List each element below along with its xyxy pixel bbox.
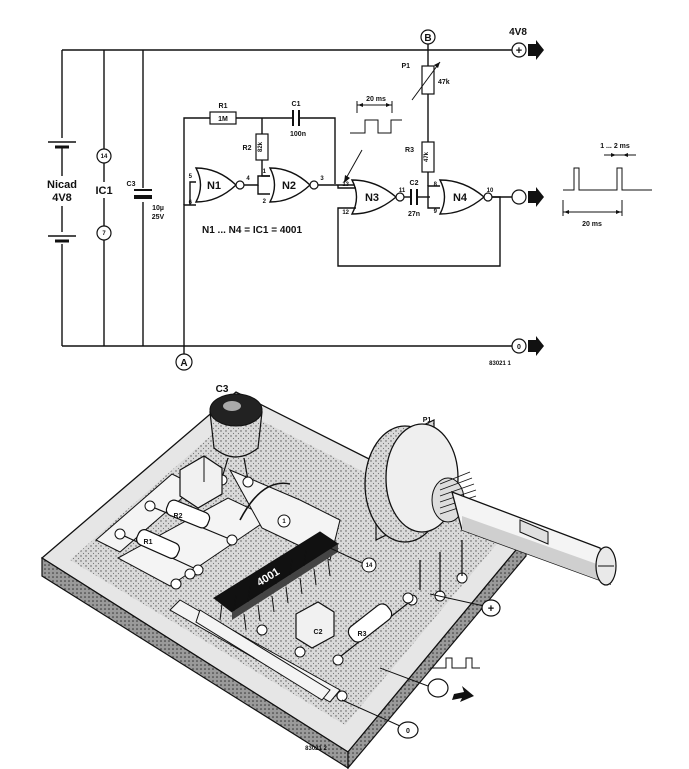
pin2-label: 2: [263, 199, 267, 205]
r1-left-wire: [183, 117, 210, 205]
pin1-label: 1: [263, 169, 267, 175]
c3-label: C3: [127, 181, 136, 188]
board-p1-label: P1: [423, 417, 432, 424]
c1-right-wire: [300, 117, 336, 184]
n1-pin5-wire: [189, 181, 196, 205]
input-waveform: [343, 101, 402, 183]
board-output-terminal: [427, 678, 449, 698]
node-b-label: B: [424, 33, 431, 44]
board-pin14-marker: [361, 557, 377, 573]
board-ground-terminal: [397, 721, 419, 739]
c2-label: C2: [410, 180, 419, 187]
n1-n2-wire: [244, 175, 270, 186]
ground-terminal: [511, 338, 527, 354]
node-a-label: A: [180, 358, 187, 369]
supply-voltage-label: 4V8: [509, 27, 527, 38]
c3-voltage: 25V: [152, 214, 165, 221]
board-r3-label: R3: [358, 631, 367, 638]
board-illustration: C3 R2 R1: [40, 384, 617, 769]
pin13-label: 13: [342, 182, 349, 188]
schematic: Nicad 4V8 14 IC1 7 C3 10µ 25V A 1M R1 C1: [40, 27, 652, 371]
output-period-label: 20 ms: [582, 221, 602, 228]
battery-voltage: 4V8: [52, 192, 72, 204]
gate-n4: [438, 179, 493, 215]
board-pin14-label: 14: [366, 563, 373, 569]
output-terminal: [511, 189, 527, 205]
r2-label: R2: [243, 145, 252, 152]
ground-terminal-label: 0: [517, 344, 521, 351]
pin12-label: 12: [342, 210, 349, 216]
pin5-label: 5: [189, 174, 193, 180]
c1-label: C1: [292, 101, 301, 108]
board-pin1-label: 1: [282, 519, 286, 525]
r1-value: 1M: [218, 116, 228, 123]
board-c1-capacitor: [179, 455, 223, 509]
pin14-label: 14: [101, 154, 108, 160]
board-c2-label: C2: [314, 629, 323, 636]
r3-value: 47k: [424, 151, 430, 162]
board-c3-capacitor: [209, 393, 263, 488]
p1-potentiometer: [421, 65, 435, 95]
output-arrow-icon: [528, 187, 544, 207]
gate-n2: [268, 167, 319, 203]
board-r2-label: R2: [174, 513, 183, 520]
output-waveform: [562, 153, 652, 216]
schematic-figure-code: 83021 1: [489, 361, 511, 367]
pin4-label: 4: [246, 176, 250, 182]
pin8-label: 8: [434, 182, 438, 188]
c3-value: 10µ: [152, 205, 164, 212]
pin10-label: 10: [487, 188, 494, 194]
output-pulse-label: 1 ... 2 ms: [600, 143, 630, 150]
ic1-label: IC1: [95, 185, 112, 197]
board-wire-link: [239, 482, 291, 521]
battery-symbol: [48, 138, 76, 244]
board-ground-label: 0: [406, 728, 410, 735]
pin9-label: 9: [434, 209, 438, 215]
plus-arrow-icon: [528, 40, 544, 60]
pcb-side-edge: [347, 536, 527, 769]
board-plus-terminal: [481, 599, 501, 617]
pin3-label: 3: [320, 176, 324, 182]
board-ic-chip: [213, 531, 339, 631]
pin7-label: 7: [102, 231, 106, 237]
board-r2-resistor: [144, 499, 238, 546]
gate-n4-label: N4: [453, 192, 468, 204]
gate-n3-label: N3: [365, 192, 379, 204]
input-period-label: 20 ms: [366, 96, 386, 103]
n1-input-wire: [183, 204, 196, 346]
r3-label: R3: [405, 147, 414, 154]
board-r1-resistor: [114, 528, 204, 576]
board-output-arrow-icon: [452, 686, 474, 702]
p1-label: P1: [401, 63, 410, 70]
board-r1-label: R1: [144, 539, 153, 546]
board-c3-label: C3: [216, 384, 229, 395]
gate-n2-label: N2: [282, 180, 296, 192]
board-pin1-marker: [277, 514, 291, 528]
c2-value: 27n: [408, 211, 420, 218]
pin14-marker: [96, 148, 112, 164]
p1-value: 47k: [438, 79, 450, 86]
board-plus-label: +: [488, 603, 494, 615]
plus-terminal-label: +: [516, 45, 522, 57]
board-output-pulse: [430, 657, 480, 669]
c1-value: 100n: [290, 131, 306, 138]
ground-arrow-icon: [528, 336, 544, 356]
gate-equation: N1 ... N4 = IC1 = 4001: [202, 225, 302, 236]
r2-value: 82k: [258, 141, 264, 152]
plus-terminal: [511, 42, 527, 58]
pin11-label: 11: [399, 188, 406, 194]
pin7-marker: [96, 225, 112, 241]
board-p1-potentiometer: [364, 419, 617, 592]
board-figure-code: 83021 2: [305, 746, 327, 752]
board-c2-capacitor: [295, 601, 335, 649]
pin6-label: 6: [189, 200, 193, 206]
r1-label: R1: [219, 103, 228, 110]
gate-n1-label: N1: [207, 180, 221, 192]
battery-label: Nicad: [47, 179, 77, 191]
gate-n3: [350, 179, 405, 215]
c3-plate: [134, 195, 152, 199]
